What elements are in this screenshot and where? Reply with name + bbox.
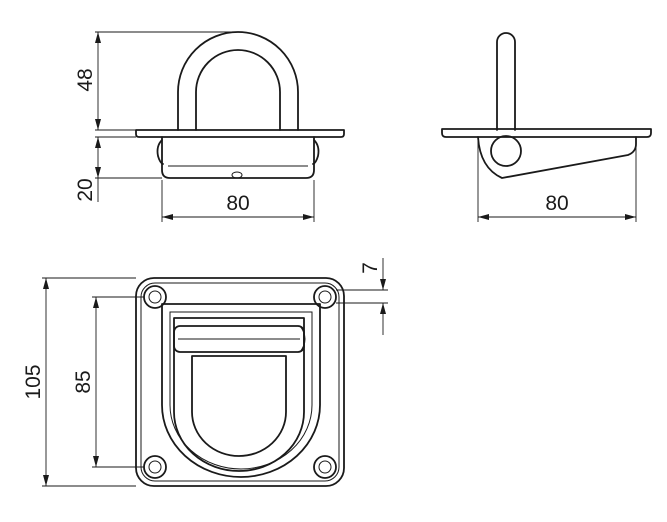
side-flange-plate xyxy=(441,128,652,138)
top-dring-inner xyxy=(191,355,287,457)
dim-label-105: 105 xyxy=(22,364,45,399)
dim-label-20: 20 xyxy=(74,178,97,201)
top-plate-outer xyxy=(135,277,345,487)
mounting-hole-tl xyxy=(143,285,167,309)
dim-label-80-side: 80 xyxy=(545,192,568,215)
top-plate-inner xyxy=(140,282,340,482)
side-pivot-boss xyxy=(490,135,522,167)
dimension-hole-offset: 7 xyxy=(336,258,388,335)
dimension-body-depth: 20 xyxy=(74,136,162,202)
top-mounting-holes xyxy=(143,285,337,479)
front-ring-inner xyxy=(195,49,281,131)
dimension-front-width: 80 xyxy=(161,180,315,222)
front-drain-hole xyxy=(231,171,243,179)
side-ring-bar xyxy=(496,32,516,131)
dim-label-80-front: 80 xyxy=(226,192,249,215)
dimension-side-width: 80 xyxy=(477,140,637,222)
top-view xyxy=(135,277,345,487)
mounting-hole-tr xyxy=(313,285,337,309)
top-hinge-end xyxy=(299,325,306,353)
top-dring-outer xyxy=(173,317,305,472)
dim-label-85: 85 xyxy=(72,370,95,393)
dimension-ring-height: 48 xyxy=(74,31,238,131)
dim-label-48: 48 xyxy=(74,68,97,91)
mounting-hole-br-inner xyxy=(318,460,332,474)
side-wedge-body xyxy=(477,136,637,179)
front-flange-plate xyxy=(135,129,345,138)
top-recess-inner xyxy=(169,311,313,470)
dim-label-7: 7 xyxy=(359,262,382,274)
side-view xyxy=(441,32,652,179)
dimension-hole-spacing: 85 xyxy=(72,296,144,468)
dimension-overall-height: 105 xyxy=(22,277,136,487)
front-view xyxy=(135,31,345,179)
mounting-hole-bl-inner xyxy=(148,460,162,474)
mounting-hole-tl-inner xyxy=(148,290,162,304)
mounting-hole-bl xyxy=(143,455,167,479)
mounting-hole-br xyxy=(313,455,337,479)
top-hinge-bar xyxy=(173,325,305,353)
mounting-hole-tr-inner xyxy=(318,290,332,304)
top-recess-outer xyxy=(161,303,321,478)
front-boss-left xyxy=(156,139,164,165)
front-boss-right xyxy=(312,139,320,165)
